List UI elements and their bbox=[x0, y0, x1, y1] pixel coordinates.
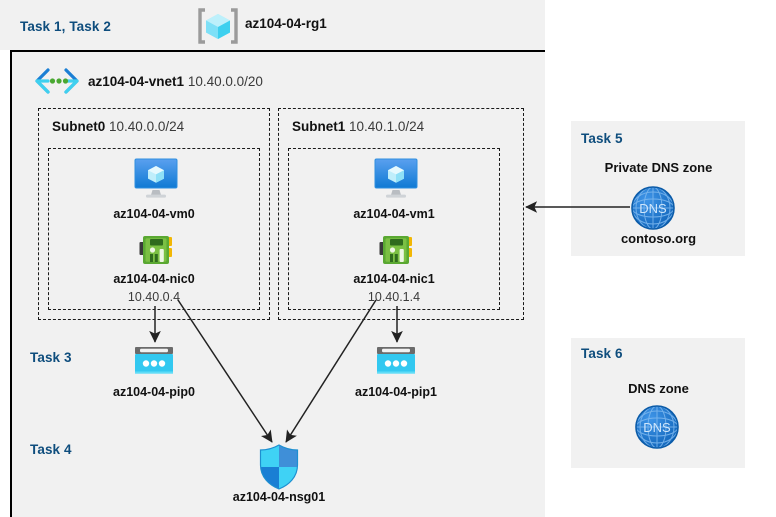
subnet0-vm-group-box bbox=[48, 148, 260, 310]
public-ip-address-icon bbox=[133, 345, 175, 379]
dns-globe-icon: DNS bbox=[634, 404, 680, 450]
dns-icon-text: DNS bbox=[639, 201, 667, 216]
nic0-label: az104-04-nic0 bbox=[113, 272, 195, 286]
dns-globe-icon: DNS bbox=[630, 185, 676, 231]
task-label-5: Task 5 bbox=[581, 131, 623, 146]
nic1-label: az104-04-nic1 bbox=[353, 272, 435, 286]
resource-group-header-panel bbox=[0, 0, 545, 50]
task-label-4: Task 4 bbox=[30, 442, 72, 457]
private-dns-zone-title: Private DNS zone bbox=[604, 160, 713, 175]
pip1-label: az104-04-pip1 bbox=[355, 385, 437, 399]
dns-zone-title: DNS zone bbox=[628, 381, 689, 396]
subnet1-header: Subnet1 10.40.1.0/24 bbox=[292, 119, 425, 134]
pip0-label: az104-04-pip0 bbox=[113, 385, 195, 399]
network-security-group-shield-icon bbox=[258, 444, 300, 490]
public-ip-address-icon bbox=[375, 345, 417, 379]
virtual-network-name: az104-04-vnet1 10.40.0.0/20 bbox=[88, 74, 263, 89]
virtual-network-icon bbox=[34, 68, 80, 94]
resource-group-left-border bbox=[10, 50, 12, 517]
resource-group-top-border bbox=[10, 50, 545, 52]
task3-panel bbox=[22, 340, 534, 413]
vm1-label: az104-04-vm1 bbox=[353, 207, 435, 221]
nic1-ip: 10.40.1.4 bbox=[367, 290, 421, 304]
virtual-machine-icon bbox=[132, 157, 180, 199]
resource-group-name: az104-04-rg1 bbox=[245, 16, 327, 31]
dns-icon-text: DNS bbox=[643, 420, 671, 435]
task-label-6: Task 6 bbox=[581, 346, 623, 361]
nic0-ip: 10.40.0.4 bbox=[127, 290, 181, 304]
resource-group-cube-icon bbox=[198, 7, 238, 45]
network-interface-icon bbox=[378, 234, 414, 268]
subnet1-vm-group-box bbox=[288, 148, 500, 310]
vm0-label: az104-04-vm0 bbox=[113, 207, 195, 221]
task-label-1-2: Task 1, Task 2 bbox=[20, 19, 111, 34]
virtual-machine-icon bbox=[372, 157, 420, 199]
subnet0-header: Subnet0 10.40.0.0/24 bbox=[52, 119, 185, 134]
task-label-3: Task 3 bbox=[30, 350, 72, 365]
network-interface-icon bbox=[138, 234, 174, 268]
subnet0-box bbox=[38, 108, 270, 320]
subnet1-box bbox=[278, 108, 524, 320]
private-dns-zone-name: contoso.org bbox=[620, 231, 697, 246]
nsg-label: az104-04-nsg01 bbox=[232, 490, 326, 504]
